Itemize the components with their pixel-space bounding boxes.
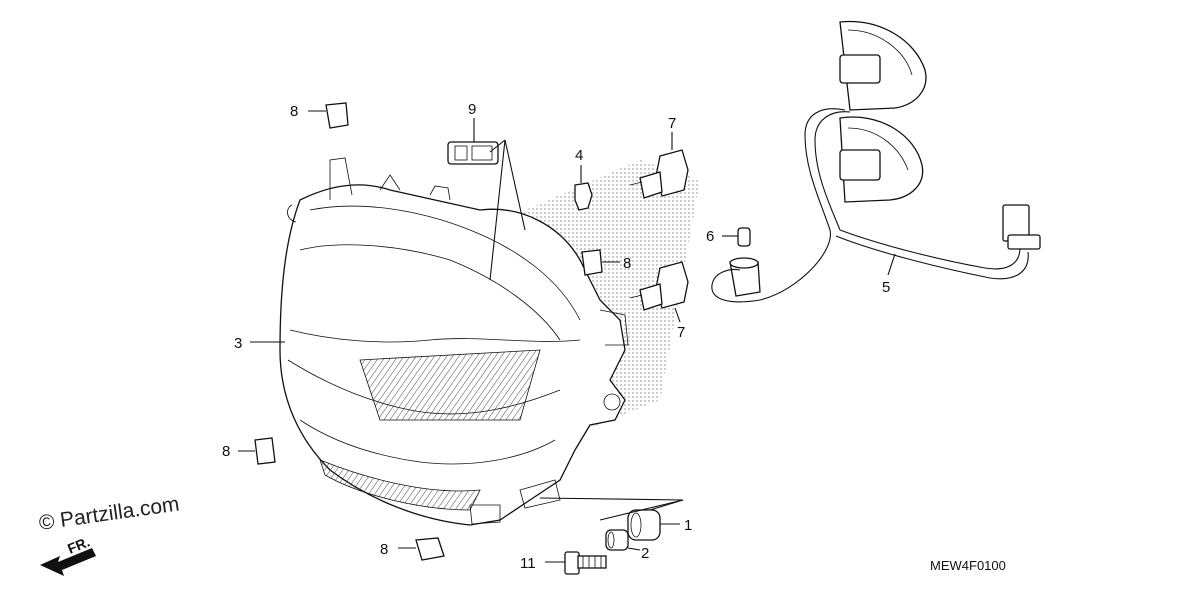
bulb-part-6	[722, 227, 761, 297]
callout-7-lower: 7	[677, 324, 685, 341]
callout-11: 11	[520, 555, 536, 572]
callout-9: 9	[468, 101, 476, 118]
front-direction-arrow: FR.	[40, 533, 96, 576]
bulb-part-7-lower	[629, 261, 689, 323]
clip-part-4	[574, 165, 593, 211]
bolt-part-11	[545, 551, 607, 575]
callout-8-bottom: 8	[380, 541, 388, 558]
socket-part-9	[447, 118, 526, 281]
callout-8-mid: 8	[623, 255, 631, 272]
clip-part-8-top	[308, 102, 349, 129]
callout-7-upper: 7	[668, 115, 676, 132]
callout-4: 4	[575, 147, 583, 164]
callout-1: 1	[684, 517, 692, 534]
callout-3: 3	[234, 335, 242, 352]
leader-group-1	[539, 497, 684, 521]
headlight-housing	[279, 157, 629, 526]
fr-label: FR.	[65, 533, 92, 556]
callout-2: 2	[641, 545, 649, 562]
diagram-code: MEW4F0100	[930, 558, 1006, 573]
callout-8-top: 8	[290, 103, 298, 120]
harness-part-5	[711, 20, 1041, 303]
callout-6: 6	[706, 228, 714, 245]
clip-part-8-left	[238, 437, 276, 465]
collar-part-2	[605, 529, 641, 551]
watermark: © Partzilla.com	[37, 492, 180, 534]
grommet-part-1	[627, 509, 680, 541]
clip-part-8-bottom	[398, 537, 445, 561]
callout-5: 5	[882, 279, 890, 296]
callout-8-left: 8	[222, 443, 230, 460]
bulb-part-7-upper	[629, 132, 689, 199]
clip-part-8-mid	[581, 249, 620, 276]
